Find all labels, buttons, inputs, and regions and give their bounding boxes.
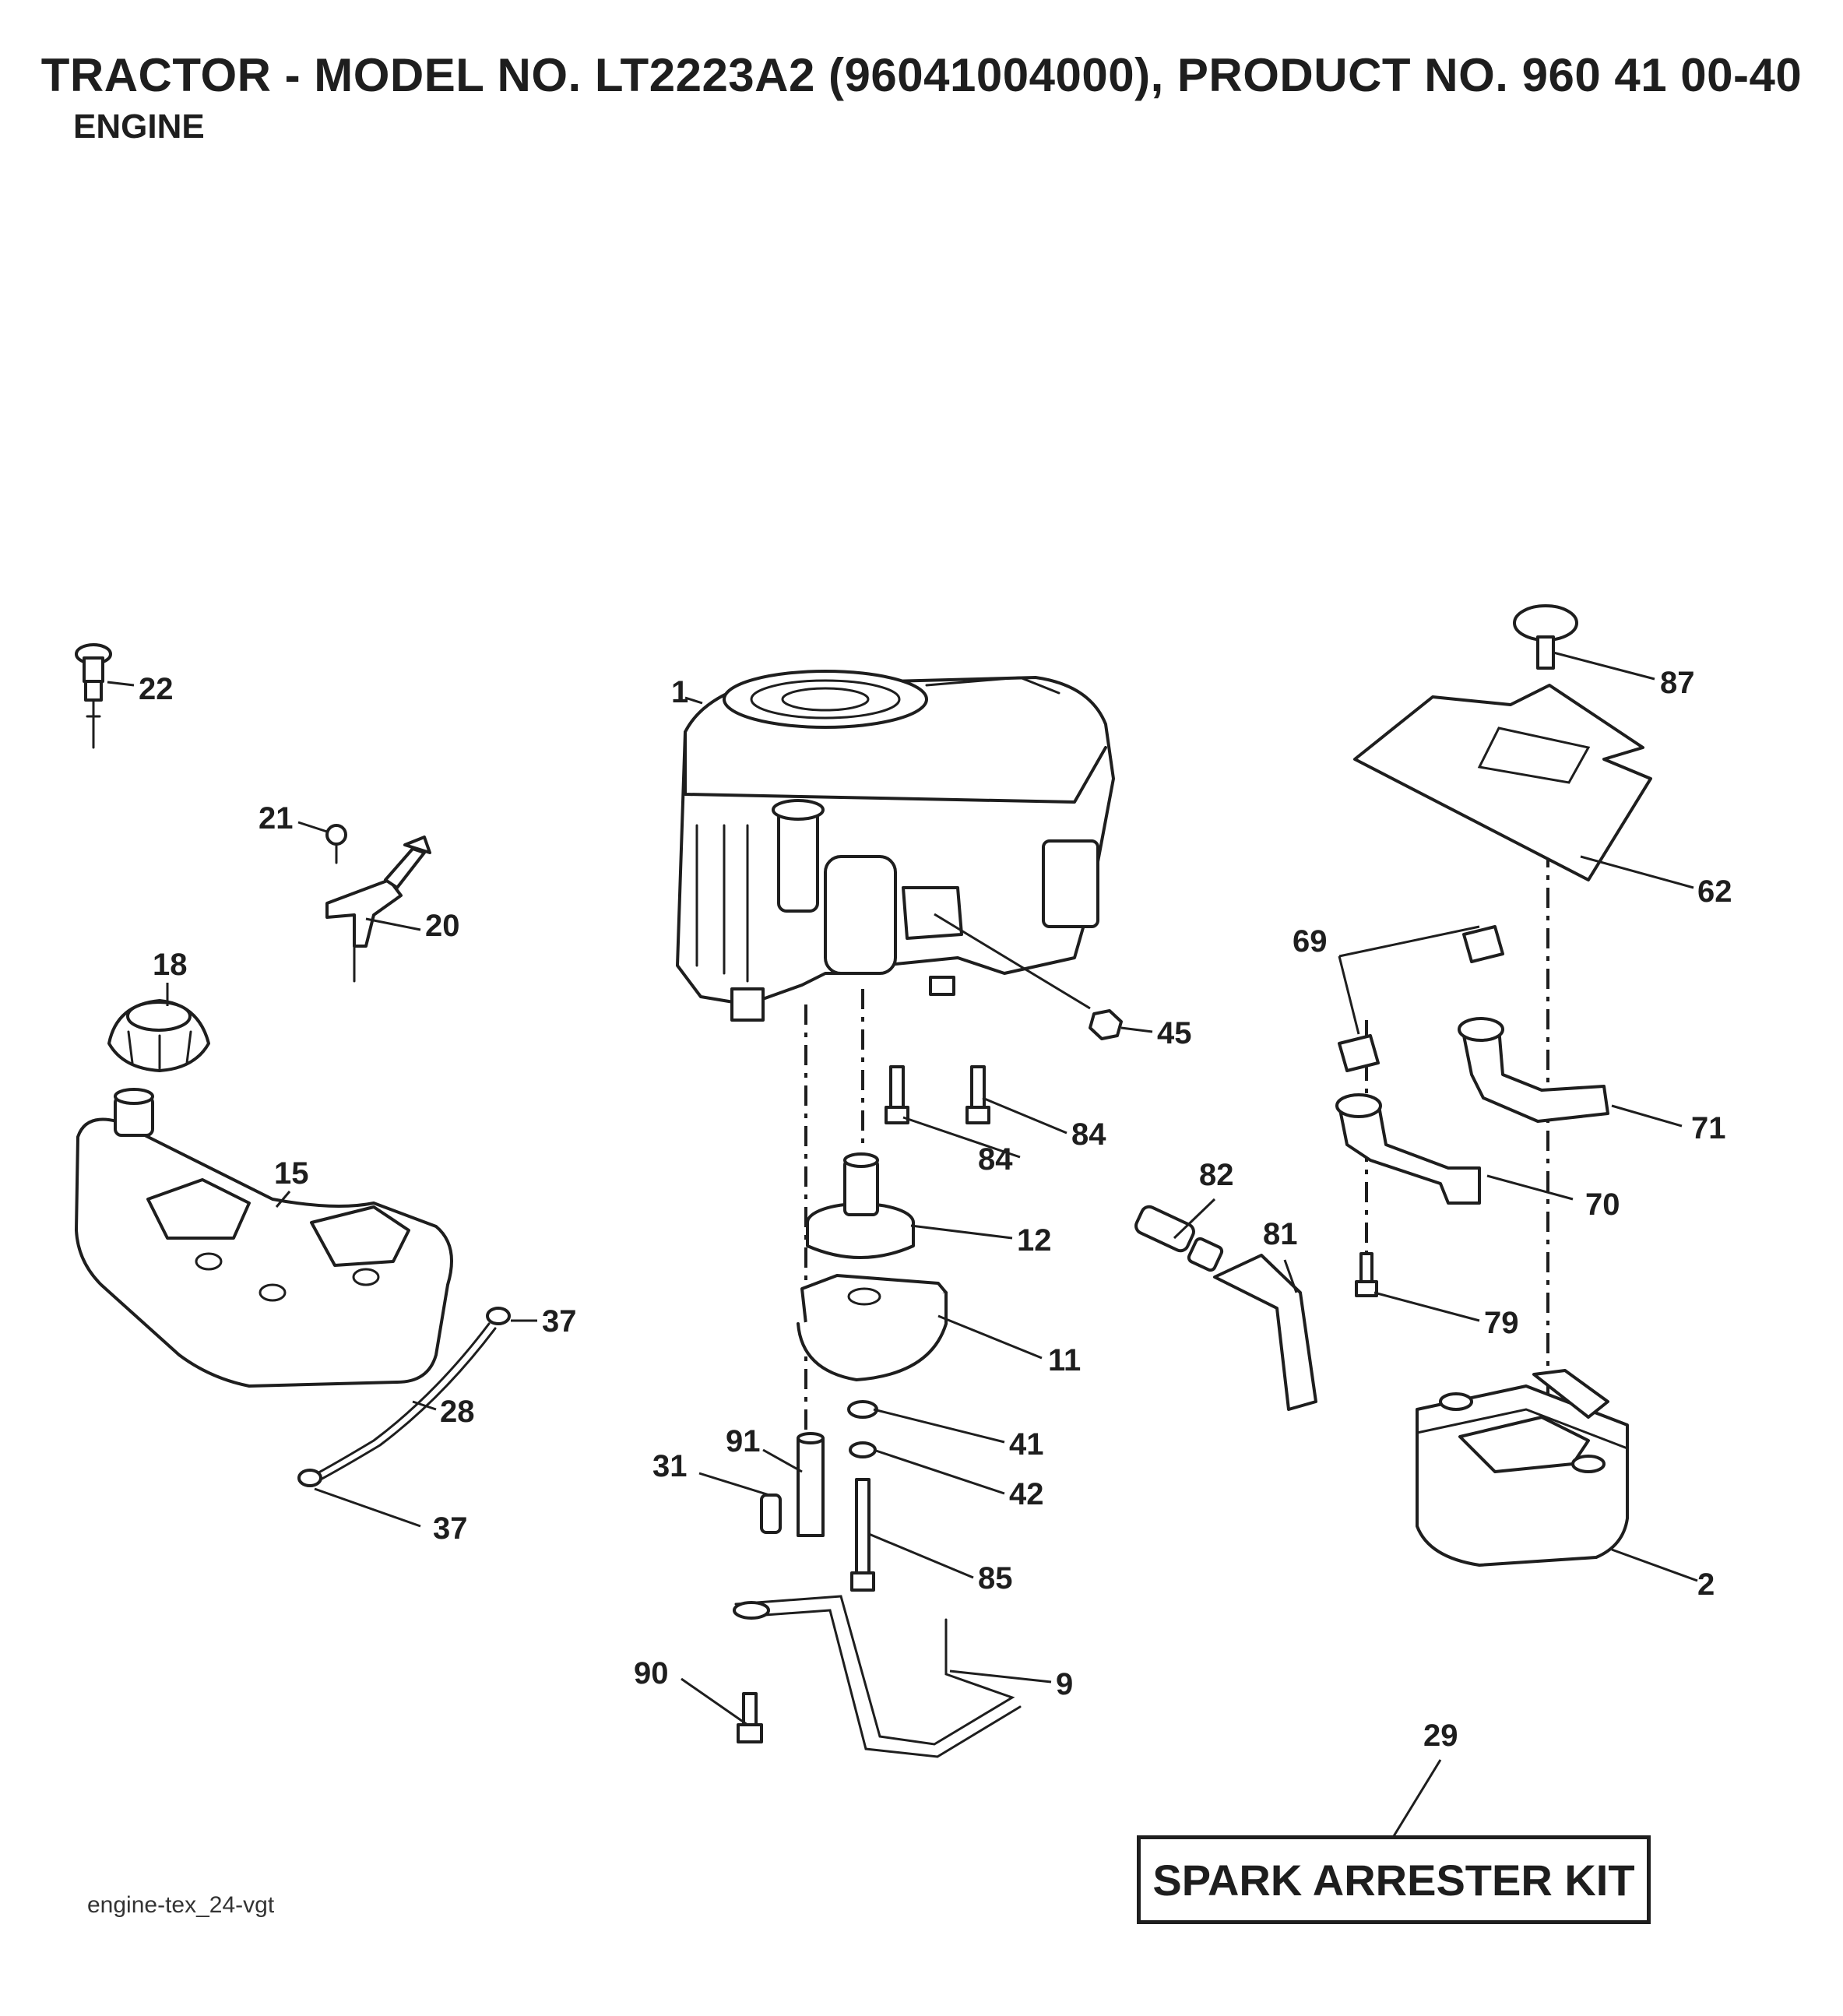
part-15-fuel-tank [75, 1088, 453, 1388]
callout-62: 62 [1697, 874, 1732, 909]
part-41-42-washers [847, 1400, 878, 1592]
callout-87: 87 [1660, 666, 1695, 700]
part-71-exhaust-pipe [1458, 1017, 1609, 1123]
callout-18: 18 [153, 948, 188, 982]
part-1-engine [676, 670, 1115, 1022]
part-82-fuel-filter [1134, 1205, 1224, 1272]
callout-81: 81 [1263, 1217, 1298, 1251]
callout-12: 12 [1017, 1223, 1052, 1258]
part-11-pto-clutch [797, 1274, 948, 1381]
callout-41: 41 [1009, 1427, 1044, 1462]
callout-71: 71 [1691, 1111, 1726, 1145]
part-28-fuel-line [297, 1307, 511, 1487]
page-title: TRACTOR - MODEL NO. LT2223A2 (9604100400… [40, 49, 1803, 101]
part-18-fuel-cap [107, 999, 210, 1072]
callout-45: 45 [1157, 1016, 1192, 1050]
callout-69: 69 [1293, 924, 1328, 959]
part-22-dipstick [75, 643, 112, 749]
callout-21: 21 [259, 801, 294, 836]
part-2-muffler [1416, 1369, 1629, 1567]
part-91-spacer [797, 1432, 825, 1537]
part-62-heat-shield [1353, 684, 1652, 881]
part-84-bolt [885, 1065, 990, 1124]
callout-20: 20 [425, 909, 460, 943]
callout-2: 2 [1697, 1567, 1715, 1602]
callout-28: 28 [440, 1395, 475, 1429]
callout-84-right: 84 [1071, 1117, 1106, 1152]
part-79-bolt [1355, 1252, 1378, 1297]
callout-29: 29 [1423, 1719, 1458, 1753]
callout-9: 9 [1056, 1667, 1073, 1701]
callout-82: 82 [1199, 1158, 1234, 1192]
leader-lines [107, 651, 1698, 1837]
part-20-21-control-bracket [325, 824, 431, 983]
callout-84-left: 84 [978, 1142, 1013, 1177]
callout-37-top: 37 [542, 1304, 577, 1339]
part-31-spring [760, 1494, 782, 1534]
callout-70: 70 [1585, 1187, 1620, 1222]
callout-1: 1 [671, 675, 688, 709]
part-70-exhaust-pipe [1335, 1093, 1481, 1205]
callout-37-bottom: 37 [433, 1511, 468, 1546]
callout-22: 22 [139, 672, 174, 706]
callout-labels: 22 1 21 20 18 15 37 28 37 31 91 41 42 85… [139, 666, 1732, 1753]
part-81-hose [1213, 1254, 1317, 1411]
part-9-brace [733, 1595, 1022, 1758]
callout-11: 11 [1048, 1343, 1081, 1377]
part-45-nut [1089, 1009, 1123, 1040]
callout-31: 31 [652, 1449, 688, 1483]
spark-arrester-kit-box: SPARK ARRESTER KIT [1137, 1835, 1651, 1924]
section-subtitle: ENGINE [73, 107, 205, 146]
part-69-gaskets [1338, 925, 1504, 1072]
callout-79: 79 [1484, 1306, 1519, 1340]
callout-90: 90 [634, 1656, 669, 1691]
part-87-knob [1513, 604, 1578, 670]
callout-91: 91 [726, 1424, 761, 1458]
callout-85: 85 [978, 1561, 1013, 1596]
part-12-pulley [806, 1152, 915, 1259]
callout-42: 42 [1009, 1477, 1044, 1511]
callout-15: 15 [274, 1156, 309, 1191]
drawing-code: engine-tex_24-vgt [87, 1892, 275, 1918]
